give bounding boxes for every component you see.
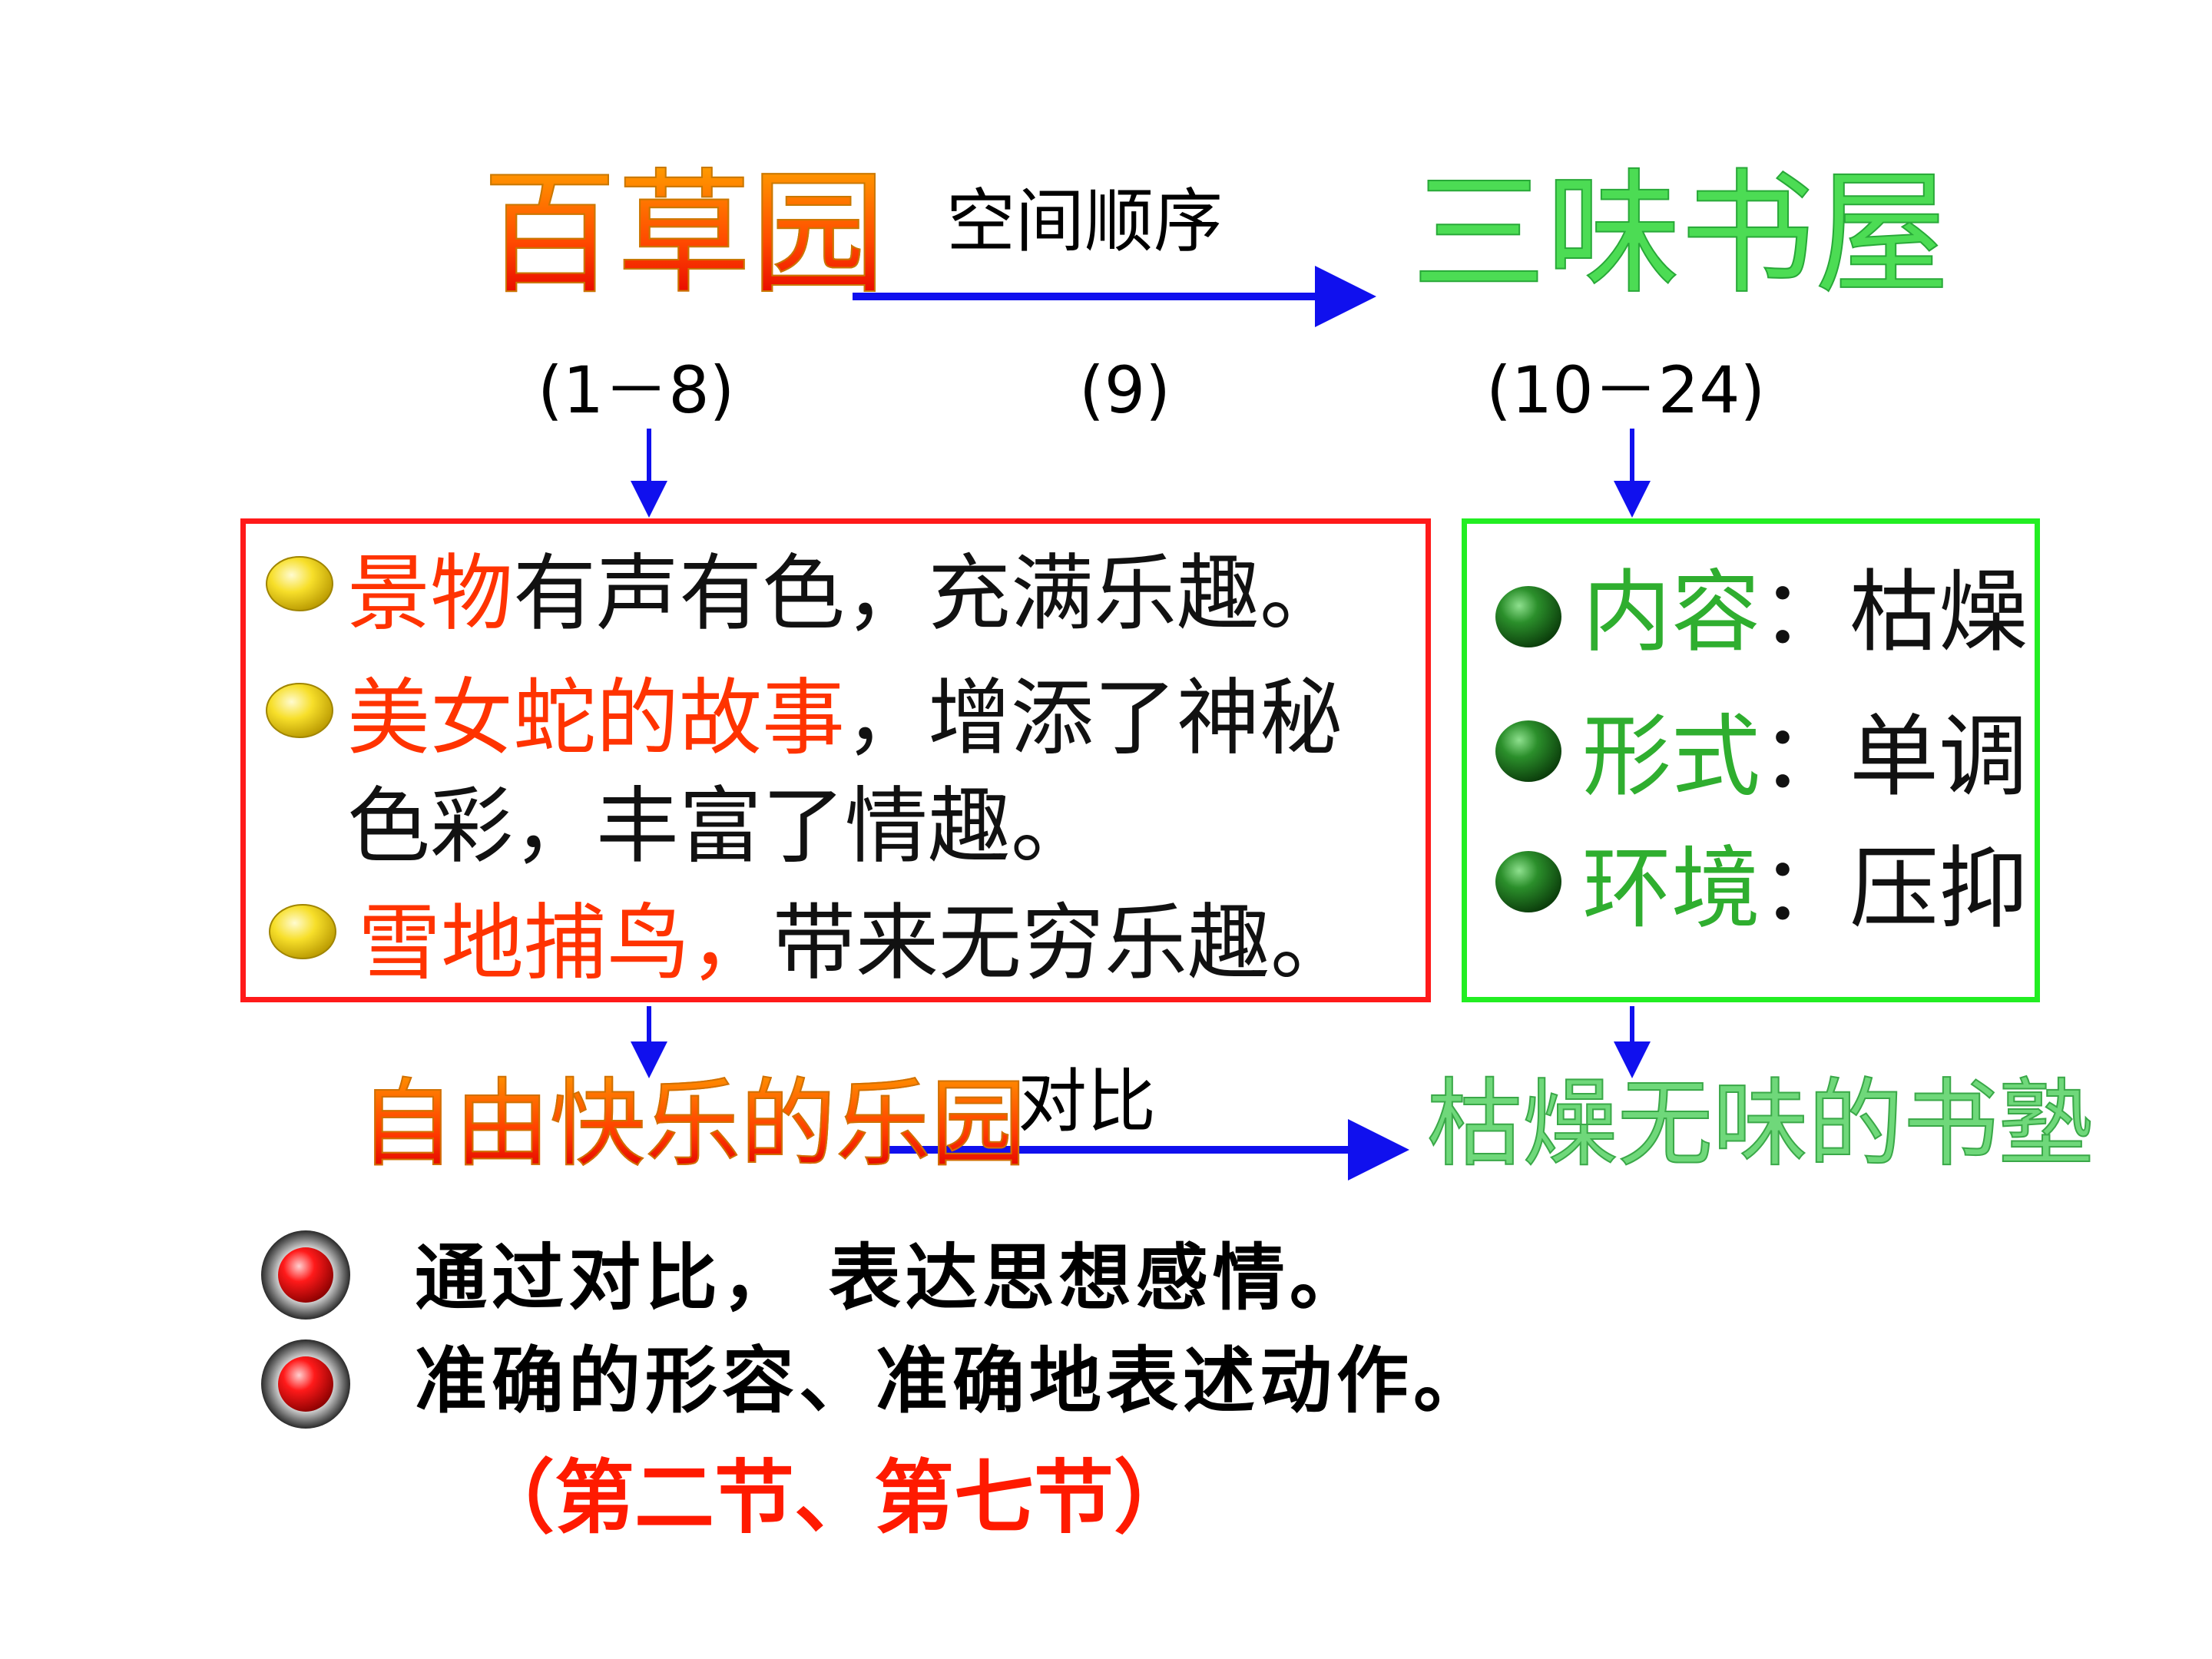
right-item-2: 形式：单调 xyxy=(1582,713,2028,802)
green-bullet-icon xyxy=(1495,851,1561,912)
contrast-label: 对比 xyxy=(1018,1061,1156,1142)
bottom-point-1: 通过对比， 表达思想感情。 xyxy=(415,1237,1366,1320)
red-bullet-icon xyxy=(278,1356,333,1412)
green-bullet-icon xyxy=(1495,720,1561,782)
right-range-label: (10－24) xyxy=(1486,353,1766,428)
left-item-1-rest: 有声有色，充满乐趣。 xyxy=(513,546,1343,642)
left-summary: 自由快乐的乐园 xyxy=(359,1069,1027,1180)
yellow-bullet-icon xyxy=(269,904,336,959)
right-item-2-highlight: 形式 xyxy=(1582,705,1760,809)
sanweishuwu-title: 三味书屋 xyxy=(1411,157,1950,313)
red-bullet-icon xyxy=(278,1247,333,1303)
right-summary: 枯燥无味的书塾 xyxy=(1426,1069,2094,1180)
left-item-1-highlight: 景物 xyxy=(347,546,514,642)
yellow-bullet-icon xyxy=(266,683,333,738)
right-item-1-highlight: 内容 xyxy=(1582,561,1760,664)
right-item-3-highlight: 环境 xyxy=(1582,837,1760,941)
baicaoyuan-title: 百草园 xyxy=(482,157,886,313)
right-item-1-rest: ：枯燥 xyxy=(1760,561,2028,664)
spatial-order-label: 空间顺序 xyxy=(946,181,1223,262)
right-item-3: 环境：压抑 xyxy=(1582,845,2028,934)
baicaoyuan-box xyxy=(240,518,1431,1002)
left-range-label: (1－8) xyxy=(538,353,735,428)
right-item-1: 内容：枯燥 xyxy=(1582,568,2028,657)
left-item-2-rest: ，增添了神秘 xyxy=(845,671,1343,767)
right-item-3-rest: ：压抑 xyxy=(1760,837,2028,941)
left-item-3-highlight: 雪地捕鸟， xyxy=(358,896,773,992)
left-item-2-continued: 色彩，丰富了情趣。 xyxy=(347,779,1094,875)
left-item-3: 雪地捕鸟，带来无穷乐趣。 xyxy=(358,902,1353,985)
left-item-2-highlight: 美女蛇的故事 xyxy=(347,671,846,767)
green-bullet-icon xyxy=(1495,586,1561,647)
left-item-1: 景物有声有色，充满乐趣。 xyxy=(347,553,1343,636)
right-item-2-rest: ：单调 xyxy=(1760,705,2028,809)
left-item-2: 美女蛇的故事，增添了神秘 xyxy=(347,677,1343,760)
left-item-3-rest: 带来无穷乐趣。 xyxy=(773,896,1354,992)
yellow-bullet-icon xyxy=(266,556,333,611)
sanweishuwu-box xyxy=(1462,518,2040,1002)
bottom-point-2: 准确的形容、准确地表述动作。 xyxy=(415,1339,1491,1423)
section-note: （第二节、第七节） xyxy=(475,1451,1194,1545)
middle-range-label: (9) xyxy=(1079,353,1171,428)
